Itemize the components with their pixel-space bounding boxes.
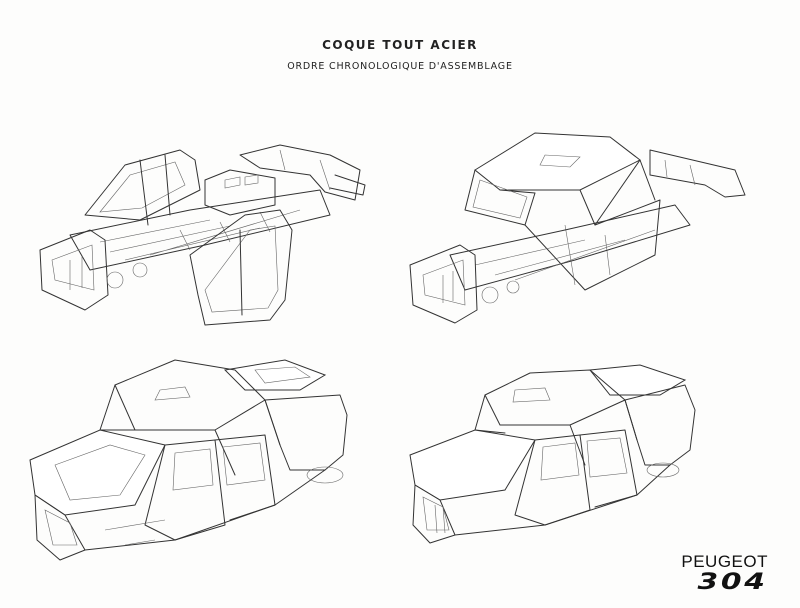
brand-logo: PEUGEOT 304: [681, 552, 768, 594]
page-title: COQUE TOUT ACIER: [322, 38, 478, 52]
brand-name: PEUGEOT: [681, 552, 768, 571]
page-subtitle: ORDRE CHRONOLOGIQUE D'ASSEMBLAGE: [287, 61, 513, 72]
assembly-step-3-drawing: [25, 345, 360, 575]
model-number: 304: [697, 570, 768, 595]
assembly-step-1-drawing: [30, 130, 375, 335]
assembly-step-2-drawing: [405, 115, 755, 330]
assembly-step-4-drawing: [405, 355, 700, 555]
